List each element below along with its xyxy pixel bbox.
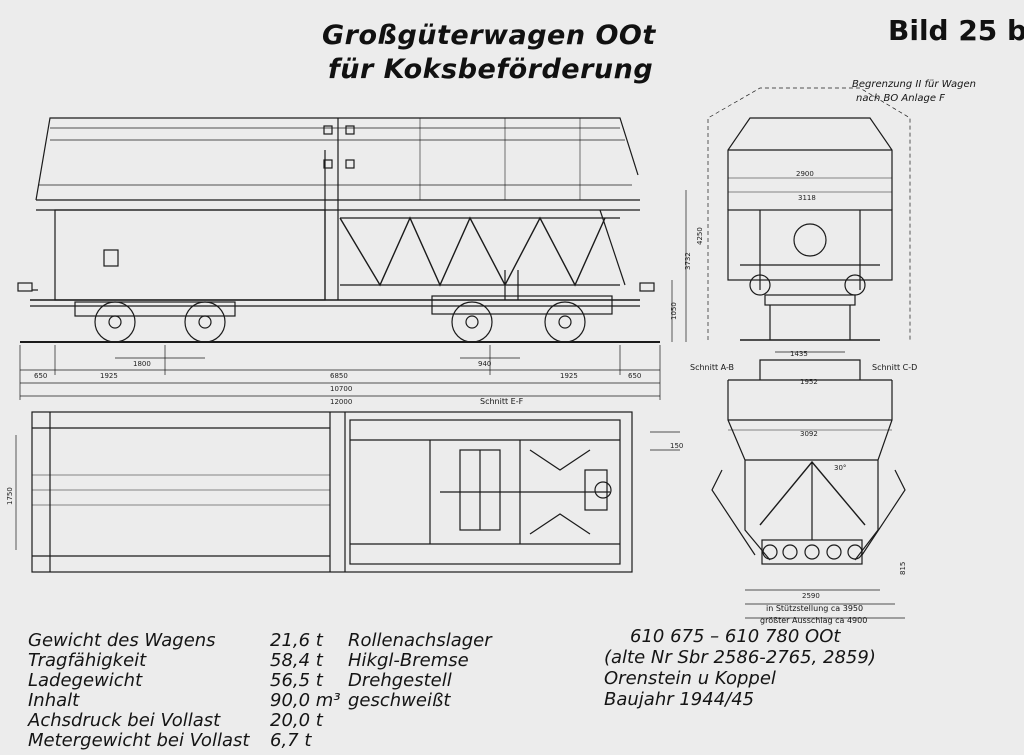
spec-value: 6,7 t [270,730,312,751]
feature-item: geschweißt [348,690,451,711]
svg-text:1925: 1925 [100,372,118,380]
svg-text:1750: 1750 [6,487,14,505]
svg-text:3118: 3118 [798,194,816,202]
svg-text:12000: 12000 [330,398,352,406]
svg-text:10700: 10700 [330,385,352,393]
svg-text:940: 940 [478,360,491,368]
feature-list: Rollenachslager Hikgl-Bremse Drehgestell… [348,630,528,711]
title-line-1: Großgüterwagen OOt [322,20,656,51]
spec-value: 58,4 t [270,650,323,671]
side-dimensions [19,190,687,400]
feature-item: Drehgestell [348,670,452,691]
spec-label: Gewicht des Wagens [28,630,216,651]
spec-label: Achsdruck bei Vollast [28,710,221,731]
build-year: Baujahr 1944/45 [604,689,755,710]
svg-text:30°: 30° [834,464,846,472]
old-numbers: (alte Nr Sbr 2586-2765, 2859) [604,647,876,668]
svg-text:2590: 2590 [802,592,820,600]
spec-label: Ladegewicht [28,670,143,691]
section-label-ab: Schnitt A-B [690,363,735,372]
svg-text:1050: 1050 [670,302,678,320]
svg-text:150: 150 [670,442,683,450]
svg-text:1925: 1925 [560,372,578,380]
side-view [17,117,660,343]
svg-text:3732: 3732 [684,252,692,270]
svg-text:4250: 4250 [696,227,704,245]
clearance-note-line-1: Begrenzung II für Wagen [852,79,976,90]
clearance-max: größter Ausschlag ca 4900 [760,616,868,625]
wagon-numbers: 610 675 – 610 780 OOt [630,626,841,647]
svg-text:815: 815 [899,562,907,575]
svg-text:1435: 1435 [790,350,808,358]
svg-text:6850: 6850 [330,372,348,380]
feature-item: Rollenachslager [348,630,492,651]
section-label-ef: Schnitt E-F [480,397,524,406]
spec-label: Tragfähigkeit [28,650,147,671]
spec-value: 20,0 t [270,710,323,731]
svg-text:650: 650 [34,372,47,380]
svg-text:3092: 3092 [800,430,818,438]
end-view [707,87,911,341]
svg-text:1952: 1952 [800,378,818,386]
spec-label: Metergewicht bei Vollast [28,730,250,751]
technical-drawing: 650 1925 1800 6850 940 1925 650 10700 12… [6,87,911,619]
section-view [711,351,906,619]
clearance-support: in Stützstellung ca 3950 [766,604,864,613]
svg-text:2900: 2900 [796,170,814,178]
info-block: 610 675 – 610 780 OOt (alte Nr Sbr 2586-… [604,626,904,710]
spec-value: 56,5 t [270,670,323,691]
spec-value: 90,0 m³ [270,690,341,711]
figure-id: Bild 25 b [888,14,1024,47]
section-label-cd: Schnitt C-D [872,363,918,372]
feature-item: Hikgl-Bremse [348,650,469,671]
title-line-2: für Koksbeförderung [328,54,654,85]
manufacturer: Orenstein u Koppel [604,668,776,689]
svg-text:650: 650 [628,372,641,380]
svg-text:1800: 1800 [133,360,151,368]
clearance-note-line-2: nach BO Anlage F [856,93,945,104]
spec-table: Gewicht des Wagens 21,6 t Tragfähigkeit … [28,630,348,752]
spec-label: Inhalt [28,690,80,711]
plan-view [15,411,680,573]
spec-value: 21,6 t [270,630,323,651]
